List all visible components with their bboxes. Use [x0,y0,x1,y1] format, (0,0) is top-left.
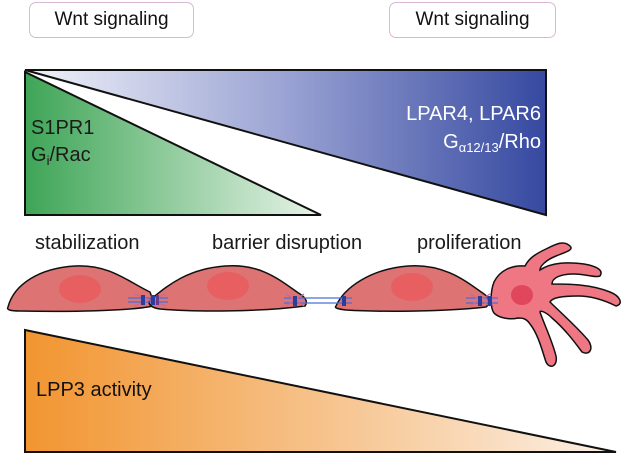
galpha-main: G [443,131,459,153]
wnt-signaling-right-label: Wnt signaling [415,9,530,30]
stage-stabilization-label: stabilization [35,232,140,254]
gi-rac-label: Gi/Rac [31,143,91,169]
gi-rest: /Rac [49,144,91,166]
nucleus [511,285,533,305]
gi-subscript: i [46,153,50,168]
junction-3 [466,293,498,307]
nucleus [207,272,249,300]
lpp3-activity-label: LPP3 activity [36,379,152,401]
wnt-signaling-right-box: Wnt signaling [389,2,556,38]
lpar-gradient-triangle [24,69,547,217]
proliferating-cell [490,242,621,367]
wnt-signaling-left-label: Wnt signaling [54,9,169,30]
lpar-label: LPAR4, LPAR6 [406,103,541,125]
junction-1 [128,293,168,307]
galpha-subscript: α12/13 [458,140,499,155]
endothelial-cell-3 [334,265,490,312]
endothelial-cell-1 [6,265,154,313]
gi-main: G [31,144,47,166]
nucleus [391,273,433,301]
junction-2 [284,293,352,307]
endothelial-cell-2 [148,264,308,312]
wnt-signaling-left-box: Wnt signaling [29,2,194,38]
s1pr1-label: S1PR1 [31,117,95,139]
stage-proliferation-label: proliferation [417,232,522,254]
galpha-rho-label: Gα12/13/Rho [393,130,541,156]
nucleus [59,275,101,303]
galpha-rest: /Rho [498,131,541,153]
lpp3-gradient-triangle [24,328,617,453]
s1pr1-gradient-triangle [24,70,322,216]
stage-barrier-disruption-label: barrier disruption [212,232,363,254]
